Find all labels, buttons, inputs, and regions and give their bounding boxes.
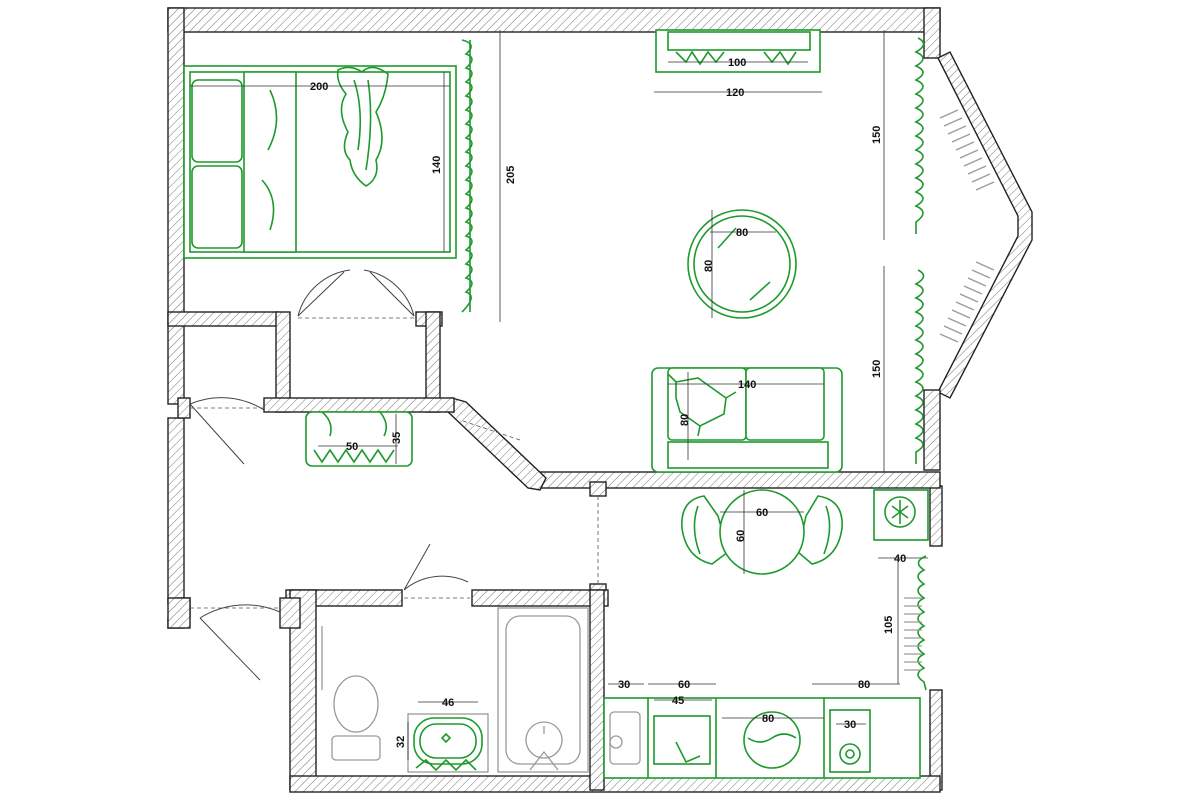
closet-door-right — [363, 269, 415, 317]
entry-door — [199, 604, 281, 681]
tv-unit — [655, 29, 821, 73]
bed-length-label: 200 — [310, 81, 328, 93]
closet-door-left — [297, 269, 351, 317]
wall-bath-top-right — [471, 589, 609, 607]
washer-depth-label: 40 — [894, 553, 906, 565]
wall-hall-left-nub — [177, 397, 191, 419]
basin-width-label: 46 — [442, 697, 454, 709]
tv-width-label: 100 — [728, 57, 746, 69]
wall-top — [167, 7, 941, 33]
bathroom-door — [403, 543, 469, 591]
wall-bath-kitchen — [589, 589, 605, 791]
stove-30-label: 30 — [844, 719, 856, 731]
wall-entry-left — [167, 597, 191, 629]
bay-curtains — [914, 37, 925, 464]
wall-right-top — [923, 7, 941, 59]
toilet — [333, 675, 379, 733]
wall-kitchen-right-upper — [929, 485, 943, 547]
kitchen-window-label: 105 — [883, 616, 895, 634]
hall-cabinet-depth-label: 35 — [391, 432, 403, 444]
counter-80-label: 80 — [858, 679, 870, 691]
bed-width-label: 140 — [431, 156, 443, 174]
round-table — [687, 209, 797, 319]
dining-table-depth-label: 60 — [735, 530, 747, 542]
kitchen-radiator — [904, 597, 922, 671]
wall-right-mid — [923, 389, 941, 471]
basin-depth-label: 32 — [395, 736, 407, 748]
sofa-depth-label: 80 — [679, 414, 691, 426]
wash-basin — [413, 717, 483, 772]
counter-30-label: 30 — [618, 679, 630, 691]
kitchen-hob — [743, 711, 801, 769]
wall-closet-right — [425, 311, 441, 413]
wall-diagonal-corridor — [445, 397, 547, 491]
radiator-lower — [939, 261, 995, 343]
radiator-upper — [939, 109, 995, 191]
tv-unit-width-label: 120 — [726, 87, 744, 99]
wall-left-upper — [167, 7, 185, 405]
sofa-cushion — [675, 377, 727, 427]
blanket — [336, 66, 389, 187]
wall-kitchen-right-lower — [929, 689, 943, 791]
kitchen-sink — [653, 715, 711, 765]
walls — [167, 7, 1033, 793]
stove — [829, 709, 871, 773]
washing-machine — [873, 489, 929, 541]
window-lower-label: 150 — [871, 360, 883, 378]
hall-cabinet — [305, 411, 413, 467]
round-table-width-label: 80 — [736, 227, 748, 239]
storage-door — [189, 397, 265, 465]
dining-table-width-label: 60 — [756, 507, 768, 519]
sofa-width-label: 140 — [738, 379, 756, 391]
hall-cabinet-width-label: 50 — [346, 441, 358, 453]
wall-closet-top — [167, 311, 279, 327]
wardrobe — [461, 39, 473, 313]
wall-left-middle — [167, 417, 185, 605]
wall-bay-window — [937, 51, 1033, 399]
window-upper-label: 150 — [871, 126, 883, 144]
wardrobe-length-label: 205 — [505, 166, 517, 184]
wall-partition-kitchen — [589, 481, 607, 497]
wall-closet-bottom — [263, 397, 455, 413]
bathtub — [497, 607, 589, 773]
doors — [189, 269, 599, 681]
dining-set — [681, 489, 843, 575]
counter-60-label: 60 — [678, 679, 690, 691]
wall-closet-top-mid — [275, 311, 291, 413]
counter-80-lower-label: 80 — [762, 713, 774, 725]
sink-45-label: 45 — [672, 695, 684, 707]
kitchen-counter — [603, 697, 921, 779]
bed — [183, 65, 457, 259]
sofa — [651, 367, 843, 473]
wall-entry-right — [279, 597, 301, 629]
round-table-depth-label: 80 — [703, 260, 715, 272]
